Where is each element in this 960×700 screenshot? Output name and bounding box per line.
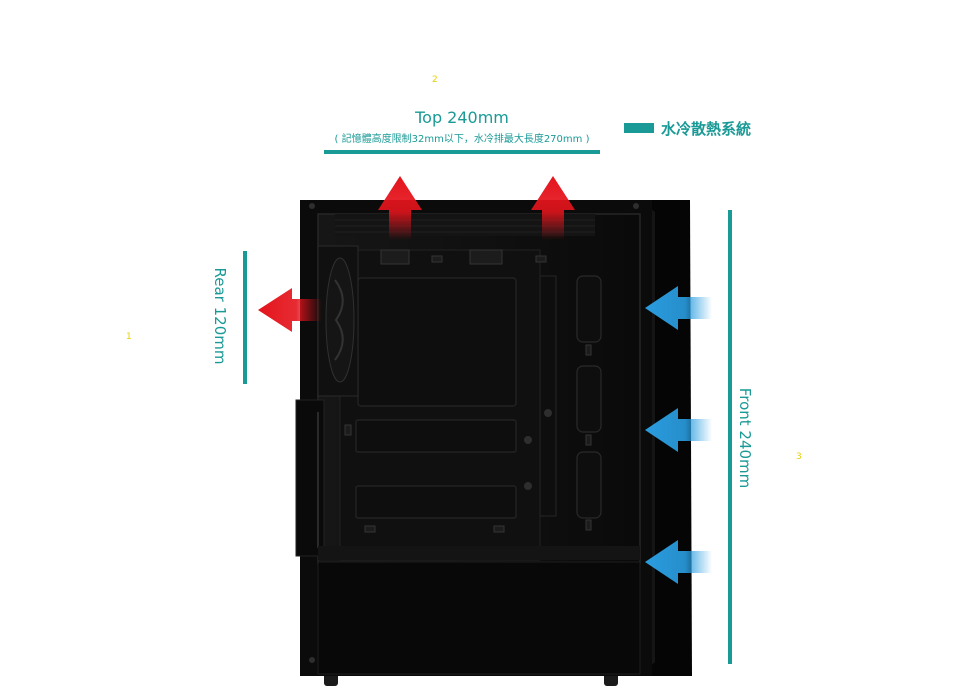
top-radiator-bracket: [324, 150, 600, 154]
red-exhaust-arrow-icon: [378, 176, 422, 240]
rear-fan-bracket: [243, 251, 247, 384]
blue-intake-arrow-icon: [645, 540, 712, 584]
legend-swatch: [624, 123, 654, 133]
annotation-marker-2: 2: [432, 75, 438, 85]
psu-shroud: [317, 561, 641, 675]
red-exhaust-arrow-icon: [531, 176, 575, 240]
legend-label: 水冷散熱系統: [661, 120, 752, 138]
red-exhaust-arrow-icon: [258, 288, 322, 332]
cpu-cutout: [357, 277, 517, 407]
blue-intake-arrow-icon: [645, 408, 712, 452]
top-radiator-label: Top 240mm: [415, 108, 509, 127]
annotation-marker-1: 1: [126, 332, 132, 342]
top-radiator-note: ( 記憶體高度限制32mm以下，水冷排最大長度270mm ): [334, 134, 590, 145]
blue-intake-arrow-icon: [645, 286, 712, 330]
front-radiator-bracket: [728, 210, 732, 664]
annotation-marker-3: 3: [796, 452, 802, 462]
